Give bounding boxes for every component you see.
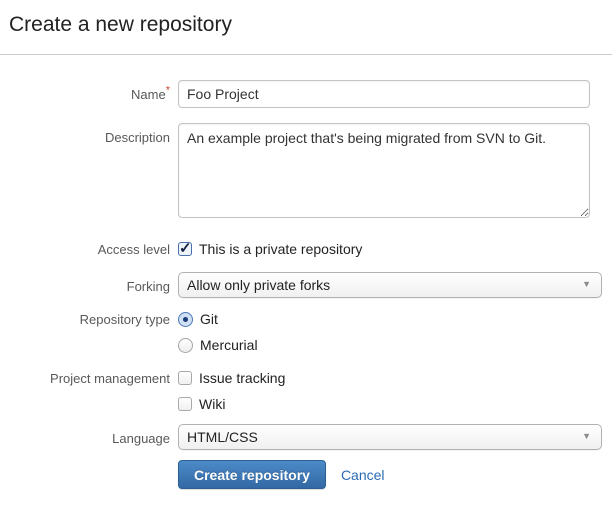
create-repository-button[interactable]: Create repository xyxy=(178,460,326,489)
mercurial-radio[interactable] xyxy=(178,337,193,353)
forking-row: Forking Allow only private forks ▼ xyxy=(0,272,612,298)
divider xyxy=(0,54,612,55)
access-level-row: Access level This is a private repositor… xyxy=(0,239,612,257)
private-repository-checkbox[interactable] xyxy=(178,239,192,257)
cancel-link[interactable]: Cancel xyxy=(340,466,385,483)
create-repository-form: Name* Description An example project tha… xyxy=(0,80,612,489)
create-repository-page: Create a new repository Name* Descriptio… xyxy=(0,0,612,489)
name-label: Name* xyxy=(131,84,170,102)
git-radio-label[interactable]: Git xyxy=(200,311,218,327)
private-repository-checkbox-label[interactable]: This is a private repository xyxy=(199,241,363,257)
language-select[interactable]: HTML/CSS xyxy=(178,424,602,450)
wiki-checkbox[interactable] xyxy=(178,397,192,411)
description-row: Description An example project that's be… xyxy=(0,123,612,223)
language-label: Language xyxy=(112,431,170,446)
access-level-label: Access level xyxy=(97,242,170,257)
repository-type-row-2: Mercurial xyxy=(0,337,612,353)
project-management-row-2: Wiki xyxy=(0,396,612,412)
project-management-label: Project management xyxy=(50,371,170,386)
mercurial-radio-label[interactable]: Mercurial xyxy=(200,337,258,353)
description-label: Description xyxy=(104,130,170,145)
wiki-checkbox-label[interactable]: Wiki xyxy=(199,396,226,412)
description-input[interactable]: An example project that's being migrated… xyxy=(178,123,590,218)
forking-select[interactable]: Allow only private forks xyxy=(178,272,602,298)
forking-label: Forking xyxy=(126,279,170,294)
page-title: Create a new repository xyxy=(9,13,232,36)
issue-tracking-checkbox[interactable] xyxy=(178,371,192,385)
issue-tracking-checkbox-label[interactable]: Issue tracking xyxy=(199,370,286,386)
name-row: Name* xyxy=(0,80,612,108)
repository-type-label: Repository type xyxy=(79,312,170,327)
actions-row: Create repository Cancel xyxy=(0,460,612,489)
git-radio[interactable] xyxy=(178,311,193,327)
name-input[interactable] xyxy=(178,80,590,108)
project-management-row: Project management Issue tracking xyxy=(0,370,612,386)
required-asterisk: * xyxy=(165,84,170,97)
repository-type-row: Repository type Git xyxy=(0,311,612,327)
language-row: Language HTML/CSS ▼ xyxy=(0,424,612,450)
